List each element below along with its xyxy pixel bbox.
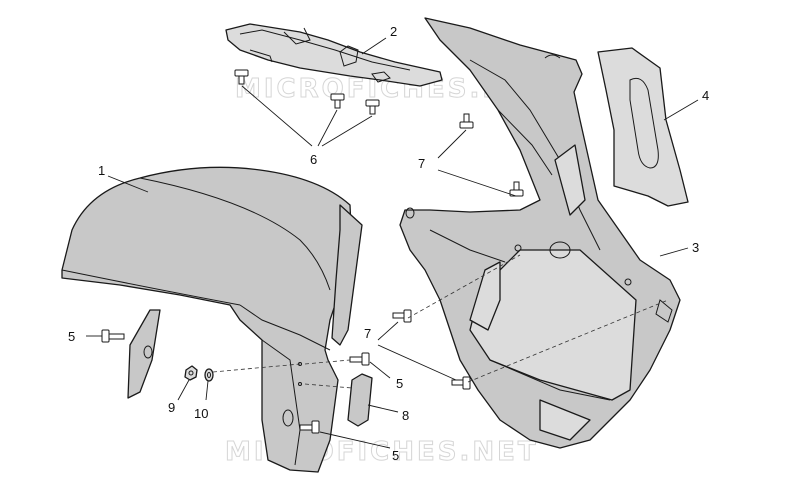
callout-5-right-bottom: 5 <box>392 448 399 463</box>
leader-3 <box>659 247 689 257</box>
screw-7c <box>392 309 412 323</box>
leader-4 <box>663 99 699 121</box>
callout-8: 8 <box>402 408 409 423</box>
callout-5-left: 5 <box>68 329 75 344</box>
callout-7-top: 7 <box>418 156 425 171</box>
part-headlight-fairing <box>399 17 681 449</box>
leader-2 <box>361 37 387 55</box>
part-fairing-sticker <box>597 47 689 207</box>
screws-group-7-top <box>437 113 524 197</box>
screw-5-right-bottom <box>299 420 391 449</box>
screw-5-left <box>86 329 125 343</box>
callout-3: 3 <box>692 240 699 255</box>
screws-group-6 <box>234 69 380 147</box>
callout-2: 2 <box>390 24 397 39</box>
part-front-mudguard <box>61 166 363 473</box>
part-washer <box>204 363 301 401</box>
part-reflector <box>304 373 399 427</box>
leader-1 <box>107 175 149 193</box>
screw-6c <box>365 99 380 115</box>
callout-6: 6 <box>310 152 317 167</box>
part-nut <box>177 365 198 401</box>
screw-5-right-top <box>304 352 391 379</box>
screw-7b <box>509 181 524 197</box>
screw-7a <box>459 113 474 129</box>
callout-1: 1 <box>98 163 105 178</box>
callout-10: 10 <box>194 406 208 421</box>
screw-6b <box>330 93 345 109</box>
screw-6a <box>234 69 249 85</box>
callout-4: 4 <box>702 88 709 103</box>
callout-5-right-top: 5 <box>396 376 403 391</box>
callout-7-mid: 7 <box>364 326 371 341</box>
screws-group-7-mid <box>377 254 669 390</box>
part-upper-bracket <box>225 23 443 87</box>
screw-7d <box>451 376 471 390</box>
callout-9: 9 <box>168 400 175 415</box>
